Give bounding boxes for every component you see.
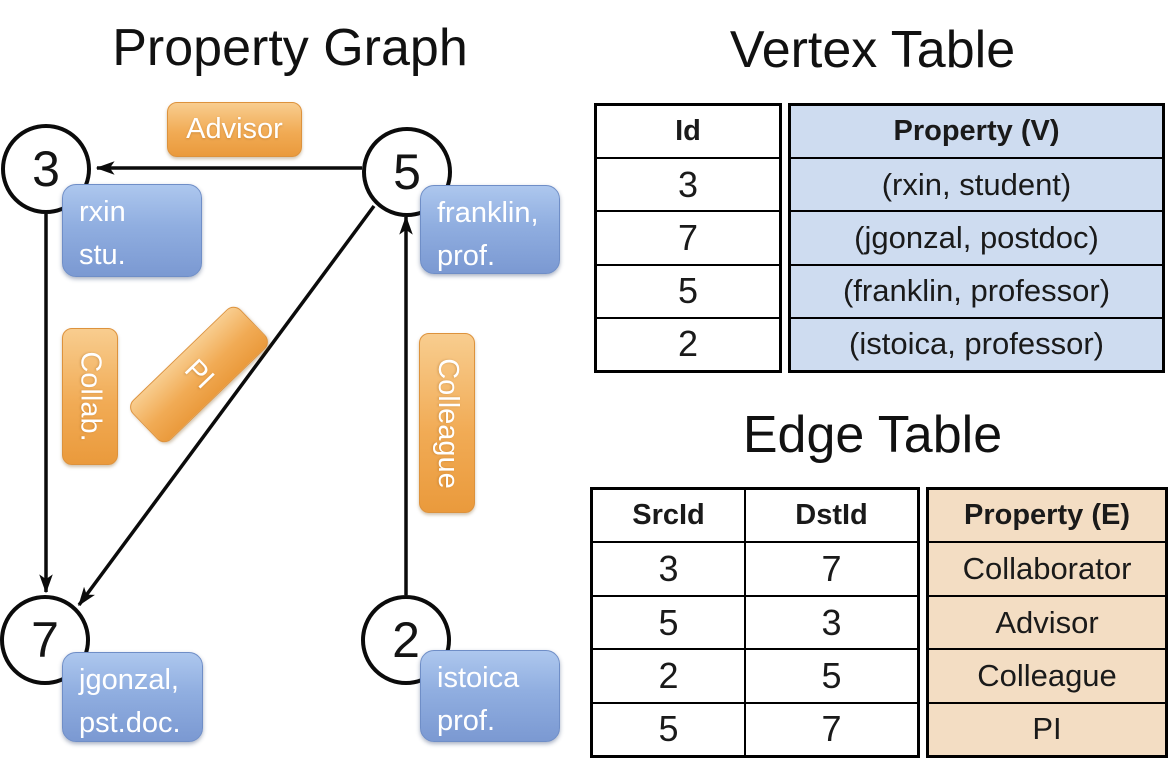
node-2-id: 2 xyxy=(392,612,420,668)
node-7-prop-line1: jgonzal, xyxy=(79,664,179,696)
node-7-id: 7 xyxy=(31,612,59,668)
edge-row-property: Colleague xyxy=(929,648,1165,701)
vertex-table-property-header: Property (V) xyxy=(893,115,1060,148)
vertex-row-id: 2 xyxy=(597,316,779,370)
node-7-prop-line2: pst.doc. xyxy=(79,707,181,739)
edge-row-src: 3 xyxy=(593,541,744,594)
edge-table-property-header: Property (E) xyxy=(964,499,1130,532)
edge-row-dst: 5 xyxy=(746,648,917,701)
node-2-prop-line2: prof. xyxy=(437,705,496,737)
edge-row-dst: 7 xyxy=(746,701,917,755)
graph-edges xyxy=(39,161,413,607)
edge-table-dst-header: DstId xyxy=(795,499,868,532)
graph-node-2: 2 xyxy=(361,595,451,685)
node-5-id: 5 xyxy=(393,144,421,200)
advisor-label-text: Advisor xyxy=(186,113,283,145)
graph-node-5: 5 xyxy=(362,127,452,217)
pi-label-text: PI xyxy=(178,353,221,396)
edge-table-id-columns: SrcId 3 5 2 5 DstId 7 3 5 7 xyxy=(590,487,920,758)
edge-table-property-column: Property (E) Collaborator Advisor Collea… xyxy=(926,487,1168,758)
edge-row-dst: 7 xyxy=(746,541,917,594)
edge-label-colleague: Colleague xyxy=(419,333,475,513)
vertex-row-id: 5 xyxy=(597,263,779,317)
edge-table-src-header: SrcId xyxy=(632,499,705,532)
edge-table-title: Edge Table xyxy=(742,406,1003,464)
node-2-property-box: istoica prof. xyxy=(420,650,560,742)
vertex-table-title: Vertex Table xyxy=(729,21,1016,79)
edge-row-src: 5 xyxy=(593,701,744,755)
edge-row-property: Collaborator xyxy=(929,541,1165,594)
vertex-row-property: (jgonzal, postdoc) xyxy=(791,210,1162,263)
vertex-row-property: (rxin, student) xyxy=(791,157,1162,210)
vertex-row-id: 7 xyxy=(597,210,779,263)
node-3-prop-line2: stu. xyxy=(79,239,126,271)
vertex-table-id-column: Id 3 7 5 2 xyxy=(594,103,782,373)
node-7-property-box: jgonzal, pst.doc. xyxy=(62,652,203,742)
edge-row-dst: 3 xyxy=(746,594,917,648)
vertex-row-property: (istoica, professor) xyxy=(791,316,1162,370)
node-5-property-box: franklin, prof. xyxy=(420,185,560,274)
node-3-id: 3 xyxy=(32,141,60,197)
edge-label-collab: Collab. xyxy=(62,328,118,465)
colleague-label-text: Colleague xyxy=(431,357,464,489)
edge-table-dstid-column: DstId 7 3 5 7 xyxy=(744,490,917,755)
edge-row-property: PI xyxy=(929,701,1165,755)
vertex-table-property-column: Property (V) (rxin, student) (jgonzal, p… xyxy=(788,103,1165,373)
node-5-prop-line1: franklin, xyxy=(437,197,539,229)
vertex-row-property: (franklin, professor) xyxy=(791,263,1162,317)
collab-label-text: Collab. xyxy=(74,351,107,442)
node-2-prop-line1: istoica xyxy=(437,662,520,694)
vertex-table-id-header: Id xyxy=(675,115,701,148)
vertex-row-id: 3 xyxy=(597,157,779,210)
property-graph-title: Property Graph xyxy=(112,19,468,77)
edge-row-src: 5 xyxy=(593,594,744,648)
node-3-prop-line1: rxin xyxy=(79,196,126,228)
edge-row-src: 2 xyxy=(593,648,744,701)
edge-row-property: Advisor xyxy=(929,594,1165,648)
node-5-prop-line2: prof. xyxy=(437,240,496,272)
edge-table-srcid-column: SrcId 3 5 2 5 xyxy=(593,490,744,755)
edge-label-advisor: Advisor xyxy=(167,102,302,157)
edge-5-to-7 xyxy=(77,204,376,607)
node-3-property-box: rxin stu. xyxy=(62,184,202,277)
